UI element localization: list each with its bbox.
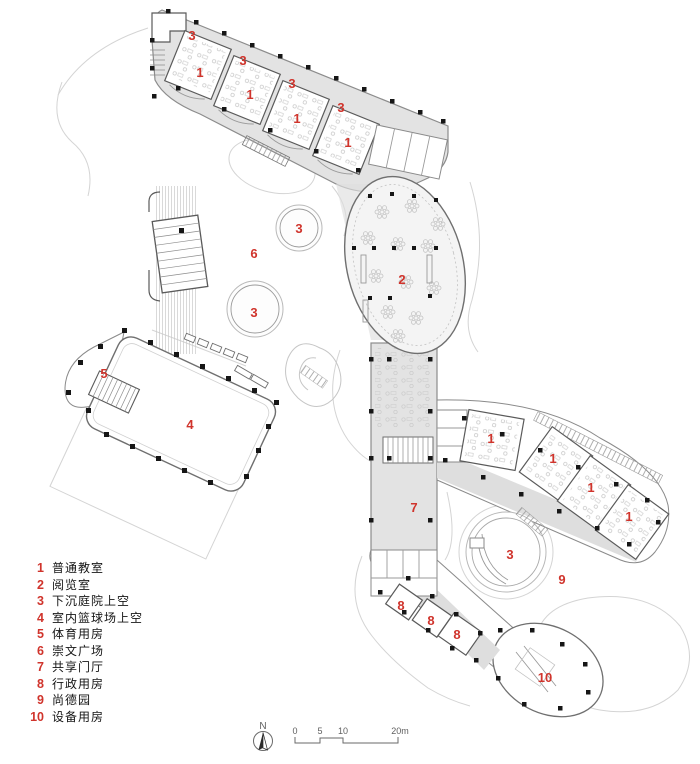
legend-num: 7 xyxy=(37,660,44,674)
legend-item-7: 7 共享门厅 xyxy=(27,659,143,676)
legend-item-2: 2 阅览室 xyxy=(27,577,143,594)
scale-tick-0: 0 xyxy=(292,726,297,736)
grand-staircase xyxy=(148,186,209,354)
classroom-1e xyxy=(459,408,525,472)
plan-number-labels: 3 1 3 1 3 1 3 1 3 6 3 2 5 4 7 1 1 1 1 3 9 8 8 8 10 xyxy=(100,28,632,685)
legend-label: 尚德园 xyxy=(52,693,92,707)
legend-label: 体育用房 xyxy=(52,627,105,641)
legend-num: 1 xyxy=(37,561,44,575)
plan-label-1: 1 xyxy=(487,431,494,446)
plan-label-3: 3 xyxy=(337,100,344,115)
scale-tick-5: 5 xyxy=(317,726,322,736)
plan-label-10: 10 xyxy=(538,670,552,685)
legend-item-5: 5 体育用房 xyxy=(27,626,143,643)
plan-label-3: 3 xyxy=(506,547,513,562)
scale-tick-10: 10 xyxy=(338,726,348,736)
legend-num: 3 xyxy=(37,594,44,608)
legend-label: 室内篮球场上空 xyxy=(52,610,144,625)
plan-label-2: 2 xyxy=(398,272,405,287)
legend-item-6: 6 崇文广场 xyxy=(27,643,143,660)
plan-label-3: 3 xyxy=(288,76,295,91)
reading-room-tables xyxy=(360,199,446,343)
legend-item-1: 1 普通教室 xyxy=(27,560,143,577)
legend-item-10: 10 设备用房 xyxy=(27,709,143,726)
legend-num: 6 xyxy=(37,643,44,658)
north-arrow: N xyxy=(253,721,273,751)
legend-num: 8 xyxy=(37,676,44,691)
classroom-1c xyxy=(261,79,331,151)
plan-label-1: 1 xyxy=(246,87,253,102)
plan-label-3: 3 xyxy=(239,53,246,68)
plan-label-4: 4 xyxy=(186,417,194,432)
scale-tick-20: 20m xyxy=(391,726,409,736)
plan-label-7: 7 xyxy=(410,500,417,515)
classroom-1b xyxy=(212,54,282,126)
plan-label-9: 9 xyxy=(558,572,565,587)
legend-label: 普通教室 xyxy=(52,561,105,575)
classroom-1g xyxy=(556,454,632,532)
plan-label-1: 1 xyxy=(625,509,632,524)
right-classroom-wing xyxy=(436,399,670,564)
right-courtyard xyxy=(465,507,549,593)
scale-bar: 0 5 10 20m xyxy=(292,726,409,744)
reading-room-oval xyxy=(343,175,467,355)
plan-label-3: 3 xyxy=(188,28,195,43)
plan-label-1: 1 xyxy=(549,451,556,466)
legend-num: 4 xyxy=(37,610,44,625)
legend-label: 崇文广场 xyxy=(52,643,105,658)
plan-label-3: 3 xyxy=(295,221,302,236)
legend-num: 5 xyxy=(37,627,44,641)
legend-label: 行政用房 xyxy=(52,676,105,691)
plan-label-8: 8 xyxy=(427,613,434,628)
legend-item-4: 4 室内篮球场上空 xyxy=(27,610,143,627)
plan-label-8: 8 xyxy=(397,598,404,613)
compass-needle xyxy=(258,732,263,750)
legend-label: 下沉庭院上空 xyxy=(52,594,131,608)
legend-num: 9 xyxy=(37,693,44,707)
plan-label-1: 1 xyxy=(293,111,300,126)
north-label: N xyxy=(259,721,266,732)
court-staircase xyxy=(87,370,141,414)
wing-service-rooms xyxy=(368,124,448,180)
classroom-1a xyxy=(163,29,233,101)
classroom-1h xyxy=(594,483,670,561)
plaza-courtyards xyxy=(226,204,323,338)
plan-label-5: 5 xyxy=(100,366,107,381)
basketball-court-block xyxy=(64,331,277,492)
legend-label: 共享门厅 xyxy=(52,660,105,674)
planters xyxy=(183,332,269,389)
equipment-block xyxy=(492,622,604,718)
plan-label-6: 6 xyxy=(250,246,257,261)
classroom-1d xyxy=(311,104,381,176)
structural-columns xyxy=(66,9,661,711)
plan-label-8: 8 xyxy=(453,627,460,642)
plan-label-1: 1 xyxy=(587,480,594,495)
legend-label: 设备用房 xyxy=(52,709,105,724)
legend-num: 10 xyxy=(30,709,44,724)
legend-label: 阅览室 xyxy=(52,577,92,592)
plan-label-1: 1 xyxy=(344,135,351,150)
legend-num: 2 xyxy=(37,577,44,592)
legend-item-9: 9 尚德园 xyxy=(27,692,143,709)
legend-item-8: 8 行政用房 xyxy=(27,676,143,693)
top-classroom-wing xyxy=(150,9,449,193)
plan-label-1: 1 xyxy=(196,65,203,80)
legend-item-3: 3 下沉庭院上空 xyxy=(27,593,143,610)
compass-circle xyxy=(253,731,273,751)
plan-label-3: 3 xyxy=(250,305,257,320)
